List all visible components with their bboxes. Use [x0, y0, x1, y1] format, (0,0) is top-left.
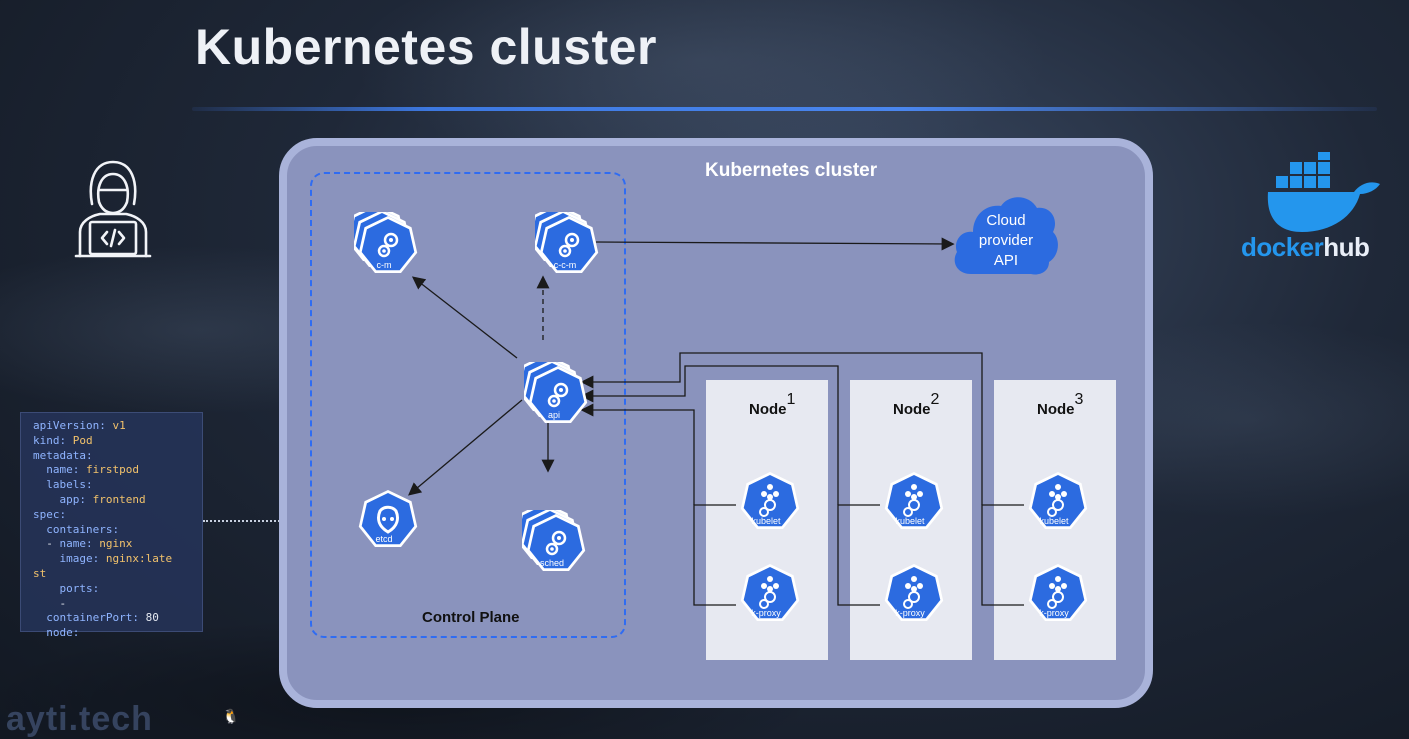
penguin-icon: 🐧 [222, 708, 240, 724]
yaml-line: containerPort: 80 [33, 611, 202, 626]
node-2-label: Node2 [893, 391, 939, 418]
yaml-token: firstpod [79, 463, 139, 477]
cloud-controller-manager-icon-label: c-c-m [553, 260, 577, 270]
cloud-label-line-3: API [993, 252, 1019, 269]
yaml-token: spec: [33, 507, 67, 521]
cloud-provider-api-icon [954, 197, 1058, 275]
scheduler-icon: sched [514, 502, 598, 586]
controller-manager-icon: c-m [346, 204, 430, 288]
yaml-line: ports: [33, 582, 202, 597]
yaml-token: name: [46, 463, 80, 477]
node-3-name: Node [1037, 401, 1075, 418]
node1-to-api-line [693, 504, 736, 606]
yaml-line: labels: [33, 478, 202, 493]
yaml-token: v1 [105, 419, 126, 432]
yaml-line: apiVersion: v1 [33, 419, 202, 434]
api-server-icon: api [516, 354, 600, 438]
yaml-line: kind: Pod [33, 434, 202, 449]
node-2-number: 2 [930, 391, 940, 408]
node-2-kproxy-icon-label: k-proxy [895, 608, 925, 618]
slide-title: Kubernetes cluster [195, 19, 657, 75]
scheduler-icon-label: sched [539, 558, 565, 568]
control-plane-box [310, 172, 626, 638]
yaml-token: 80 [138, 611, 159, 625]
yaml-token: frontend [86, 492, 146, 506]
etcd-icon-label: etcd [375, 534, 393, 544]
docker-whale-icon [1267, 152, 1380, 232]
yaml-token: - [33, 596, 67, 610]
developer-laptop-icon [74, 160, 152, 258]
etcd-icon: etcd [354, 486, 430, 562]
yaml-token: nginx:late [99, 552, 173, 566]
yaml-token: ports: [59, 581, 100, 595]
yaml-token: Pod [66, 433, 93, 447]
node2-to-api-arrow [580, 365, 839, 505]
yaml-line: - name: nginx [33, 537, 202, 552]
api-to-etcd-arrow [408, 399, 523, 496]
node-1-name: Node [749, 401, 787, 418]
yaml-line: - [33, 597, 202, 612]
cloud-label-line-1: Cloud [986, 212, 1026, 229]
watermark: ayti.tech [6, 700, 153, 738]
node-3-kproxy-icon: k-proxy [1024, 560, 1100, 636]
node-1-number: 1 [786, 391, 796, 408]
cloud-provider-api-label: Cloud provider API [960, 211, 1052, 271]
yaml-line: containers: [33, 523, 202, 538]
yaml-token: containers: [46, 522, 120, 536]
node-3-label: Node3 [1037, 391, 1083, 418]
node2-to-api-line [837, 504, 880, 606]
yaml-token: image: [59, 552, 100, 566]
node3-to-api-arrow [580, 352, 983, 505]
docker-brand-prefix: docker [1241, 232, 1324, 262]
node-3-kubelet-icon-label: kubelet [1039, 516, 1069, 526]
yaml-line: spec: [33, 508, 202, 523]
yaml-line: name: firstpod [33, 463, 202, 478]
yaml-token: metadata: [33, 448, 93, 462]
yaml-token: - [33, 537, 60, 551]
yaml-token: st [33, 566, 47, 580]
yaml-line: metadata: [33, 449, 202, 464]
yaml-token: name: [59, 537, 93, 551]
ccm-to-cloud-arrow [595, 237, 955, 251]
yaml-token: kind: [33, 433, 67, 447]
node1-to-api-arrow [580, 403, 695, 505]
api-server-icon-label: api [547, 410, 560, 420]
control-plane-label: Control Plane [422, 609, 520, 626]
yaml-line: image: nginx:late [33, 552, 202, 567]
cloud-controller-manager-icon: c-c-m [527, 204, 611, 288]
node-2-kubelet-icon: kubelet [880, 468, 956, 544]
yaml-token: apiVersion: [33, 419, 106, 432]
yaml-token: nginx [92, 537, 133, 551]
node-3-kproxy-icon-label: k-proxy [1039, 608, 1069, 618]
yaml-token: labels: [46, 478, 93, 492]
cluster-label: Kubernetes cluster [705, 160, 878, 181]
api-to-cm-arrow [411, 276, 518, 359]
yaml-line: app: frontend [33, 493, 202, 508]
node-3-number: 3 [1074, 391, 1084, 408]
node-2-kubelet-icon-label: kubelet [895, 516, 925, 526]
node-1-kubelet-icon: kubelet [736, 468, 812, 544]
dockerhub-logo: dockerhub [1241, 232, 1370, 263]
controller-manager-icon-label: c-m [376, 260, 392, 270]
yaml-token: app: [59, 492, 87, 506]
node-1-kproxy-icon: k-proxy [736, 560, 812, 636]
title-underline [192, 107, 1377, 111]
yaml-line: node: [33, 626, 202, 641]
cloud-label-line-2: provider [978, 232, 1034, 249]
yaml-token: node: [46, 626, 80, 640]
node-3-kubelet-icon: kubelet [1024, 468, 1100, 544]
node-1-kubelet-icon-label: kubelet [751, 516, 781, 526]
node-1-kproxy-icon-label: k-proxy [751, 608, 781, 618]
node-2-kproxy-icon: k-proxy [880, 560, 956, 636]
node3-to-api-line [981, 504, 1024, 606]
yaml-line: st [33, 567, 202, 582]
node-2-name: Node [893, 401, 931, 418]
docker-brand-suffix: hub [1323, 232, 1370, 262]
yaml-token: containerPort: [46, 611, 139, 625]
node-1-label: Node1 [749, 391, 795, 418]
